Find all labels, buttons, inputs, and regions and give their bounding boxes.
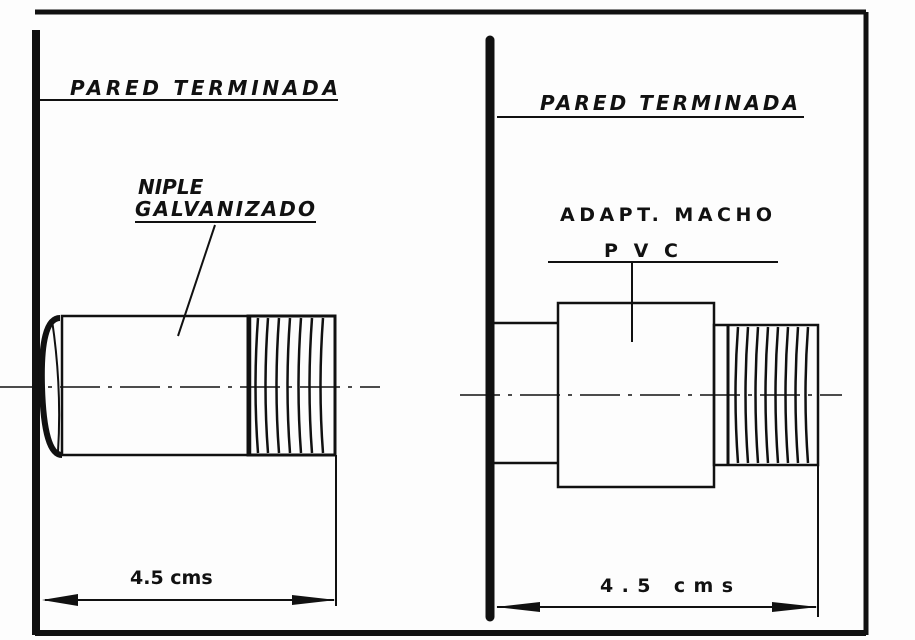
right-drawing: PARED TERMINADA ADAPT. MACHO P V C 4.5 c… <box>460 35 842 622</box>
left-drawing: PARED TERMINADA NIPLE GALVANIZADO 4.5 cm… <box>0 76 380 606</box>
nipple-thread <box>246 314 337 457</box>
right-part-label-line2: P V C <box>604 240 678 262</box>
left-part-label-line1: NIPLE <box>138 175 204 199</box>
right-part-label-line1: ADAPT. MACHO <box>560 204 772 226</box>
right-dimension-arrow-start <box>496 602 540 612</box>
left-dimension-arrow-end <box>292 595 336 605</box>
left-part-label-line2: GALVANIZADO <box>135 197 315 221</box>
right-dimension-label: 4.5 cms <box>600 575 733 597</box>
galvanized-nipple <box>38 314 337 458</box>
outer-frame <box>32 9 869 636</box>
right-wall-label: PARED TERMINADA <box>540 91 798 115</box>
left-dimension-arrow-start <box>42 594 78 606</box>
left-dimension-label: 4.5 cms <box>130 567 213 589</box>
right-dimension-arrow-end <box>772 602 818 612</box>
left-wall-label: PARED TERMINADA <box>70 76 338 100</box>
left-leader-line <box>177 224 216 337</box>
